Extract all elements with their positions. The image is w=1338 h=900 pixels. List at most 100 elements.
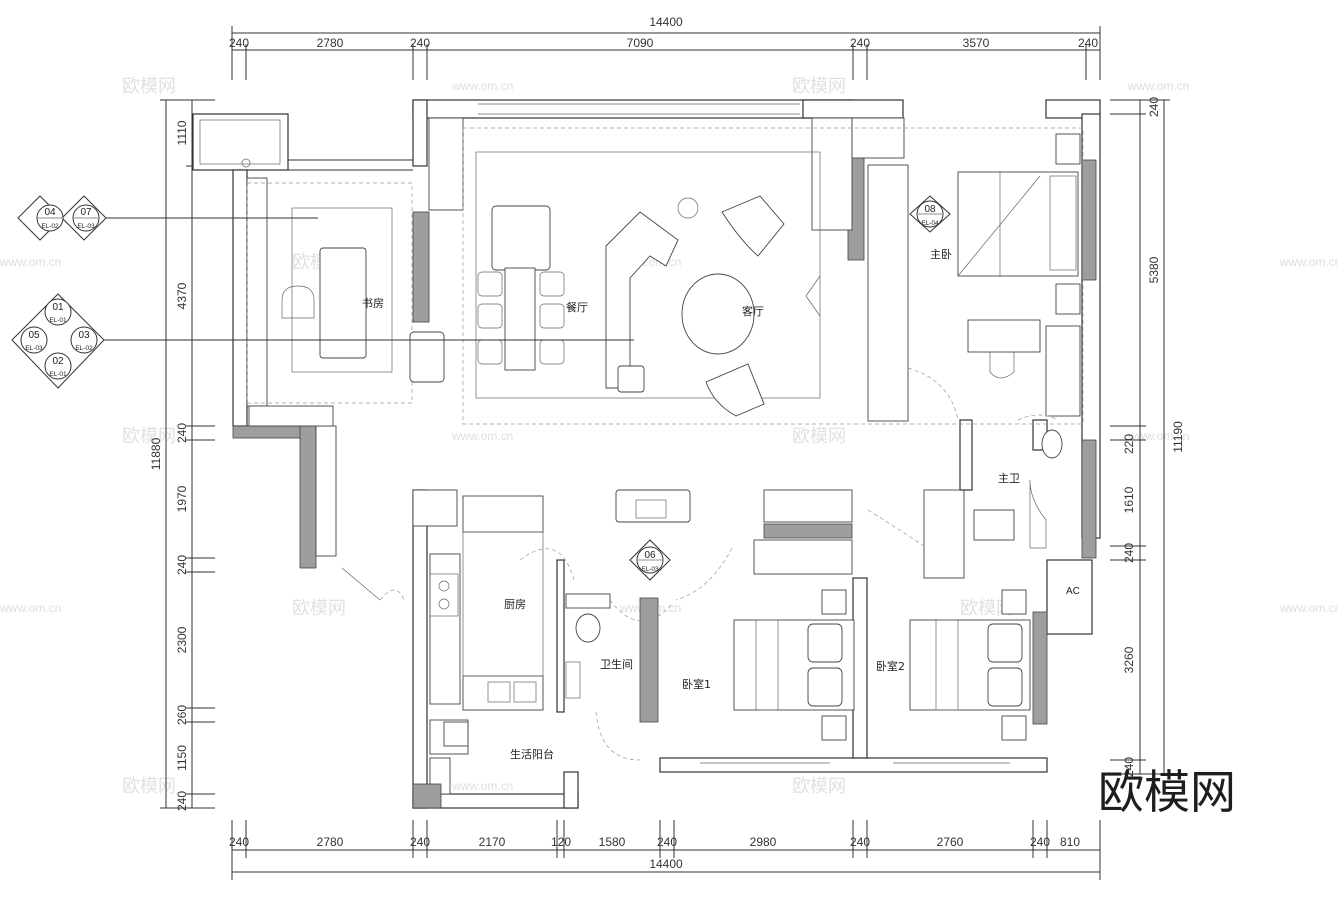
ceiling-lines — [246, 127, 1084, 425]
tag-08-num: 08 — [924, 204, 936, 215]
dim-right-1: 5380 — [1147, 256, 1161, 283]
watermark-url: www.om.cn — [1279, 255, 1338, 269]
dim-left-6: 260 — [175, 705, 189, 725]
cabinet-living — [811, 117, 853, 231]
dim-bottom-2: 240 — [410, 835, 430, 849]
tag-01-ref: EL-01 — [49, 317, 67, 324]
coffee-table — [681, 273, 755, 355]
dim-right-3: 1610 — [1122, 486, 1136, 513]
tag-06-num: 06 — [644, 550, 656, 561]
watermark-url: www.om.cn — [451, 779, 513, 793]
watermark-text: 欧模网 — [792, 776, 846, 797]
tag-08-ref: EL-04 — [921, 220, 939, 227]
dim-right-5: 3260 — [1122, 646, 1136, 673]
brand-logo: 欧模网 — [1098, 765, 1236, 819]
dim-left-4: 240 — [175, 555, 189, 575]
dim-bottom-4: 120 — [551, 835, 571, 849]
wall-study-dining — [412, 211, 430, 323]
dim-bottom-11: 810 — [1060, 835, 1080, 849]
dim-left-total: 11880 — [149, 437, 163, 470]
dim-bottom-3: 2170 — [479, 835, 506, 849]
room-dining: 餐厅 — [566, 300, 588, 314]
room-utility-balcony: 生活阳台 — [510, 747, 554, 761]
dim-top-1: 2780 — [317, 36, 344, 50]
armchair — [705, 363, 765, 417]
dim-right-6: 240 — [1122, 757, 1136, 777]
watermark-text: 欧模网 — [960, 598, 1014, 619]
dim-top-total: 14400 — [649, 15, 683, 29]
dim-top-4: 240 — [850, 36, 870, 50]
console — [615, 489, 691, 523]
room-bedroom1: 卧室1 — [682, 677, 711, 691]
ac-unit — [1046, 559, 1093, 635]
dimension-right: 240 5380 220 1610 240 3260 240 11190 — [1110, 97, 1185, 777]
dim-top-3: 7090 — [627, 36, 654, 50]
tag-04-num: 04 — [44, 207, 56, 218]
tag-05-ref: EL-03 — [25, 345, 43, 352]
dim-right-total: 11190 — [1171, 421, 1185, 453]
dim-top-2: 240 — [410, 36, 430, 50]
armchair — [721, 195, 785, 257]
dim-right-2: 220 — [1122, 434, 1136, 454]
tag-03-ref: EL-02 — [75, 345, 93, 352]
watermark-layer: 欧模网 欧模网 www.om.cn www.om.cn 欧模网 欧模网 www.… — [0, 76, 1338, 797]
watermark-text: 欧模网 — [792, 76, 846, 97]
dim-left-2: 240 — [175, 423, 189, 443]
dim-top-0: 240 — [229, 36, 249, 50]
dim-bottom-0: 240 — [229, 835, 249, 849]
room-master-bath: 主卫 — [998, 472, 1020, 485]
dim-bottom-7: 2980 — [750, 835, 777, 849]
tag-07-num: 07 — [80, 207, 92, 218]
dim-left-1: 4370 — [175, 282, 189, 309]
dimension-top: 14400 240 2780 240 7090 240 3570 240 — [229, 15, 1101, 80]
dimension-left: 11880 1110 4370 240 1970 240 2300 260 11… — [149, 99, 215, 811]
dim-bottom-9: 2760 — [937, 835, 964, 849]
dim-top-6: 240 — [1078, 36, 1098, 50]
tag-06-ref: EL-03 — [641, 566, 659, 573]
tag-04-ref: EL-02 — [41, 223, 59, 230]
sofa — [605, 211, 679, 389]
dim-bottom-total: 14400 — [649, 857, 683, 871]
tag-05-num: 05 — [28, 330, 40, 341]
room-study: 书房 — [362, 297, 384, 310]
dim-left-5: 2300 — [175, 626, 189, 653]
dim-bottom-5: 1580 — [599, 835, 626, 849]
room-bathroom: 卫生间 — [600, 657, 633, 671]
dining-table — [504, 267, 536, 371]
dim-bottom-10: 240 — [1030, 835, 1050, 849]
dim-bottom-1: 2780 — [317, 835, 344, 849]
balcony-inner — [199, 119, 281, 165]
master-bed — [957, 171, 1079, 277]
dim-bottom-6: 240 — [657, 835, 677, 849]
study-chair — [281, 285, 315, 319]
room-bedroom2: 卧室2 — [876, 659, 905, 673]
dim-left-3: 1970 — [175, 485, 189, 512]
wall-north-window — [802, 99, 904, 119]
wardrobe-master — [867, 164, 909, 422]
study-desk — [319, 247, 367, 359]
tag-02-num: 02 — [52, 356, 64, 367]
watermark-url: www.om.cn — [0, 255, 61, 269]
tag-01-num: 01 — [52, 302, 64, 313]
wall-north-living — [412, 99, 854, 119]
dim-right-0: 240 — [1147, 97, 1161, 117]
cabinet-dining — [428, 117, 464, 211]
watermark-text: 欧模网 — [292, 598, 346, 619]
kitchen-sink — [462, 675, 544, 711]
room-master-bedroom: 主卧 — [930, 248, 952, 261]
dimension-bottom: 240 2780 240 2170 120 1580 240 2980 240 … — [229, 820, 1101, 880]
watermark-text: 欧模网 — [122, 76, 176, 97]
tag-07-ref: EL-03 — [77, 223, 95, 230]
dim-top-5: 3570 — [963, 36, 990, 50]
dim-left-8: 240 — [175, 791, 189, 811]
watermark-text: 欧模网 — [122, 776, 176, 797]
dim-left-0: 1110 — [175, 120, 189, 145]
tag-03-num: 03 — [78, 330, 90, 341]
basin — [973, 509, 1015, 541]
dim-left-7: 1150 — [175, 745, 189, 771]
watermark-text: 欧模网 — [122, 426, 176, 447]
elevation-tags: 04 EL-02 07 EL-03 01 EL-01 05 EL-03 03 E… — [11, 195, 951, 581]
study-wardrobe — [246, 177, 268, 407]
watermark-url: www.om.cn — [1127, 79, 1189, 93]
